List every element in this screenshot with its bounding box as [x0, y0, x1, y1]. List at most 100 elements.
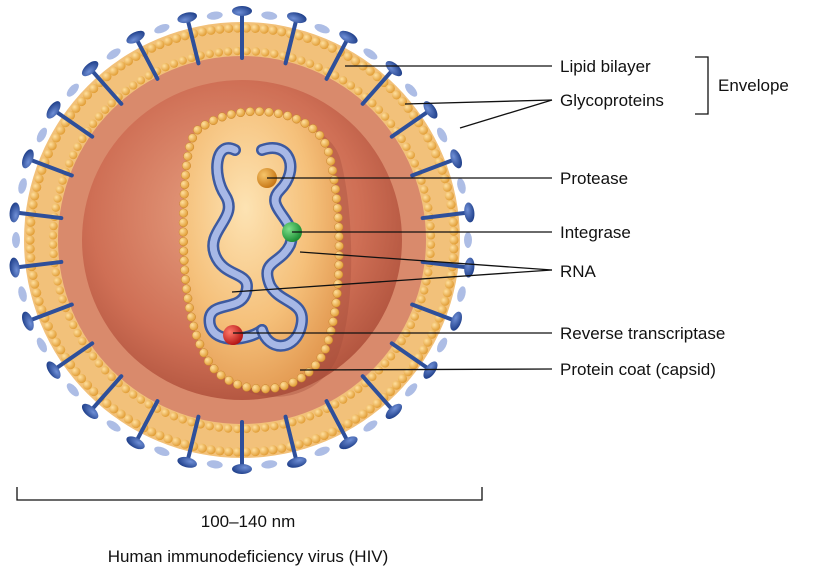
lipid-bead	[423, 133, 432, 142]
glycoprotein-knob	[124, 28, 146, 46]
capsid-bead	[326, 157, 335, 166]
glycoprotein-knob	[124, 434, 146, 452]
lipid-bead	[381, 359, 389, 367]
lipid-bead	[261, 48, 269, 56]
leader-glycoprotein-2	[460, 100, 552, 128]
capsid-bead	[309, 124, 318, 133]
capsid-bead	[334, 213, 343, 222]
capsid-bead	[209, 116, 218, 125]
lipid-bead	[297, 56, 305, 64]
lipid-bead	[65, 159, 73, 167]
glycoprotein-knob-back	[17, 177, 29, 194]
lipid-bead	[129, 81, 137, 89]
lipid-bead	[26, 253, 35, 262]
capsid-bead	[334, 270, 343, 279]
lipid-bead	[446, 271, 455, 280]
lipid-bead	[52, 338, 61, 347]
glycoprotein-knob-back	[435, 126, 450, 144]
lipid-bead	[26, 227, 35, 236]
glycoprotein-knob	[448, 310, 464, 332]
lipid-bead	[224, 424, 232, 432]
glycoprotein-knob	[176, 455, 198, 469]
capsid-bead	[184, 294, 193, 303]
lipid-bead	[56, 345, 65, 354]
capsid-bead	[188, 134, 197, 143]
lipid-bead	[49, 231, 57, 239]
capsid-bead	[242, 383, 251, 392]
capsid-bead	[315, 131, 324, 140]
glycoprotein-knob	[337, 434, 359, 452]
lipid-bead	[277, 27, 286, 36]
capsid-bead	[225, 376, 234, 385]
capsid-bead	[311, 361, 320, 370]
capsid-bead	[335, 261, 344, 270]
lipid-bead	[443, 183, 452, 192]
lipid-bead	[28, 271, 37, 280]
lipid-bead	[52, 133, 61, 142]
lipid-bead	[170, 59, 178, 67]
capsid-bead	[328, 166, 337, 175]
capsid-bead	[233, 380, 242, 389]
lipid-bead	[69, 151, 77, 159]
capsid-bead	[324, 148, 333, 157]
lipid-bead	[122, 385, 130, 393]
lipid-bead	[407, 321, 415, 329]
lipid-bead	[164, 434, 173, 443]
lipid-bead	[303, 437, 312, 446]
capsid-bead	[335, 242, 344, 251]
lipid-bead	[101, 105, 109, 113]
capsid-bead	[333, 289, 342, 298]
lipid-bead	[172, 437, 181, 446]
capsid-bead	[283, 111, 292, 120]
lipid-bead	[297, 415, 305, 423]
lipid-bead	[95, 359, 103, 367]
capsid-bead	[255, 107, 264, 116]
lipid-bead	[180, 31, 189, 40]
lipid-bead	[328, 427, 337, 436]
capsid-bead	[179, 218, 188, 227]
capsid-bead	[179, 209, 188, 218]
lipid-bead	[424, 203, 432, 211]
glycoprotein-knob	[20, 148, 36, 170]
lipid-bead	[69, 321, 77, 329]
glycoprotein-knob	[448, 148, 464, 170]
glycoprotein-knob	[20, 310, 36, 332]
glycoprotein-knob	[44, 99, 64, 121]
capsid-bead	[246, 107, 255, 116]
lipid-bead	[198, 444, 207, 453]
reverse-transcriptase-enzyme	[223, 325, 243, 345]
lipid-bead	[320, 40, 329, 49]
capsid-bead	[271, 384, 280, 393]
lipid-bead	[397, 337, 405, 345]
lipid-bead	[270, 422, 278, 430]
lipid-bead	[440, 174, 449, 183]
glycoprotein-knob-back	[435, 336, 450, 354]
lipid-bead	[155, 40, 164, 49]
lipid-bead	[131, 52, 140, 61]
lipid-bead	[206, 445, 215, 454]
lipid-bead	[387, 120, 395, 128]
lipid-bead	[155, 431, 164, 440]
lipid-bead	[53, 194, 61, 202]
label-protease: Protease	[560, 169, 628, 188]
capsid-bead	[321, 345, 330, 354]
glycoprotein-knob-back	[153, 22, 171, 35]
lipid-bead	[339, 395, 347, 403]
lipid-bead	[145, 71, 153, 79]
lipid-bead	[407, 151, 415, 159]
lipid-bead	[48, 330, 57, 339]
glycoprotein-knob-back	[464, 232, 472, 248]
lipid-bead	[58, 177, 66, 185]
lipid-bead	[224, 447, 233, 456]
lipid-bead	[89, 352, 97, 360]
virus-particle	[9, 6, 476, 474]
label-reverse-transcriptase: Reverse transcriptase	[560, 324, 725, 343]
capsid-bead	[204, 357, 213, 366]
label-envelope: Envelope	[718, 76, 789, 95]
lipid-bead	[179, 56, 187, 64]
lipid-bead	[449, 244, 458, 253]
capsid-bead	[317, 353, 326, 362]
capsid-bead	[193, 126, 202, 135]
lipid-bead	[215, 48, 223, 56]
lipid-bead	[172, 34, 181, 43]
